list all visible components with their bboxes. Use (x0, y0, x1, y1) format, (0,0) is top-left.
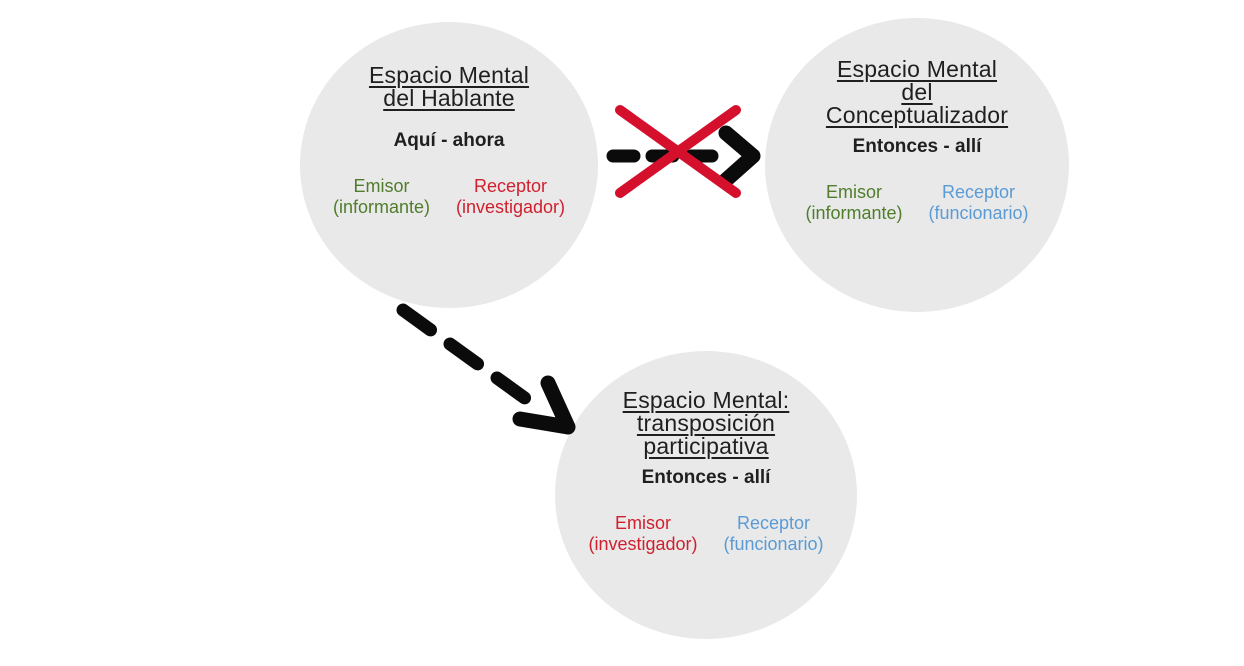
time-label: Aquí - ahora (393, 130, 505, 151)
dashed-line (396, 303, 540, 411)
roles-row: Emisor (informante) Receptor (funcionari… (805, 182, 1028, 224)
title-line: Espacio Mental: (622, 387, 790, 413)
emisor-role: Emisor (investigador) (588, 513, 697, 555)
role-label: Receptor (941, 182, 1016, 202)
roles-row: Emisor (informante) Receptor (investigad… (333, 176, 565, 218)
title-line: participativa (643, 433, 769, 459)
arrowhead-icon (512, 375, 576, 435)
mental-space-hablante-circle: Espacio Mental del Hablante Aquí - ahora… (300, 22, 598, 308)
cross-out-icon (615, 105, 741, 198)
title-line: Espacio Mental (368, 62, 530, 88)
title-line: del (901, 79, 933, 105)
cross-stroke (615, 105, 741, 198)
circle-title: Espacio Mental: transposición participat… (623, 389, 790, 458)
emisor-role: Emisor (informante) (805, 182, 902, 224)
role-sub: (investigador) (588, 534, 698, 554)
receptor-role: Receptor (investigador) (456, 176, 565, 218)
roles-row: Emisor (investigador) Receptor (funciona… (588, 513, 823, 555)
receptor-role: Receptor (funcionario) (724, 513, 824, 555)
transposition-arrow (396, 303, 576, 435)
mental-space-transposicion-circle: Espacio Mental: transposición participat… (555, 351, 857, 639)
role-sub: (funcionario) (723, 534, 824, 554)
circle-title: Espacio Mental del Hablante (369, 64, 529, 110)
role-sub: (informante) (805, 203, 903, 223)
title-line: Conceptualizador (825, 102, 1009, 128)
title-line: transposición (636, 410, 776, 436)
time-label: Entonces - allí (641, 467, 771, 488)
time-label: Entonces - allí (852, 136, 982, 157)
role-sub: (investigador) (455, 197, 566, 217)
title-line: Espacio Mental (836, 56, 998, 82)
blocked-transfer-arrow (606, 125, 761, 188)
circle-title: Espacio Mental del Conceptualizador (826, 58, 1008, 127)
role-sub: (funcionario) (928, 203, 1029, 223)
emisor-role: Emisor (informante) (333, 176, 430, 218)
cross-stroke (615, 105, 741, 198)
receptor-role: Receptor (funcionario) (928, 182, 1028, 224)
role-label: Emisor (614, 513, 671, 533)
mental-space-conceptualizador-circle: Espacio Mental del Conceptualizador Ento… (765, 18, 1069, 312)
role-label: Emisor (825, 182, 882, 202)
role-label: Emisor (353, 176, 410, 196)
role-label: Receptor (473, 176, 548, 196)
role-label: Receptor (737, 513, 811, 533)
role-sub: (informante) (332, 197, 430, 217)
arrowhead-icon (718, 125, 761, 188)
title-line: del Hablante (383, 85, 515, 111)
